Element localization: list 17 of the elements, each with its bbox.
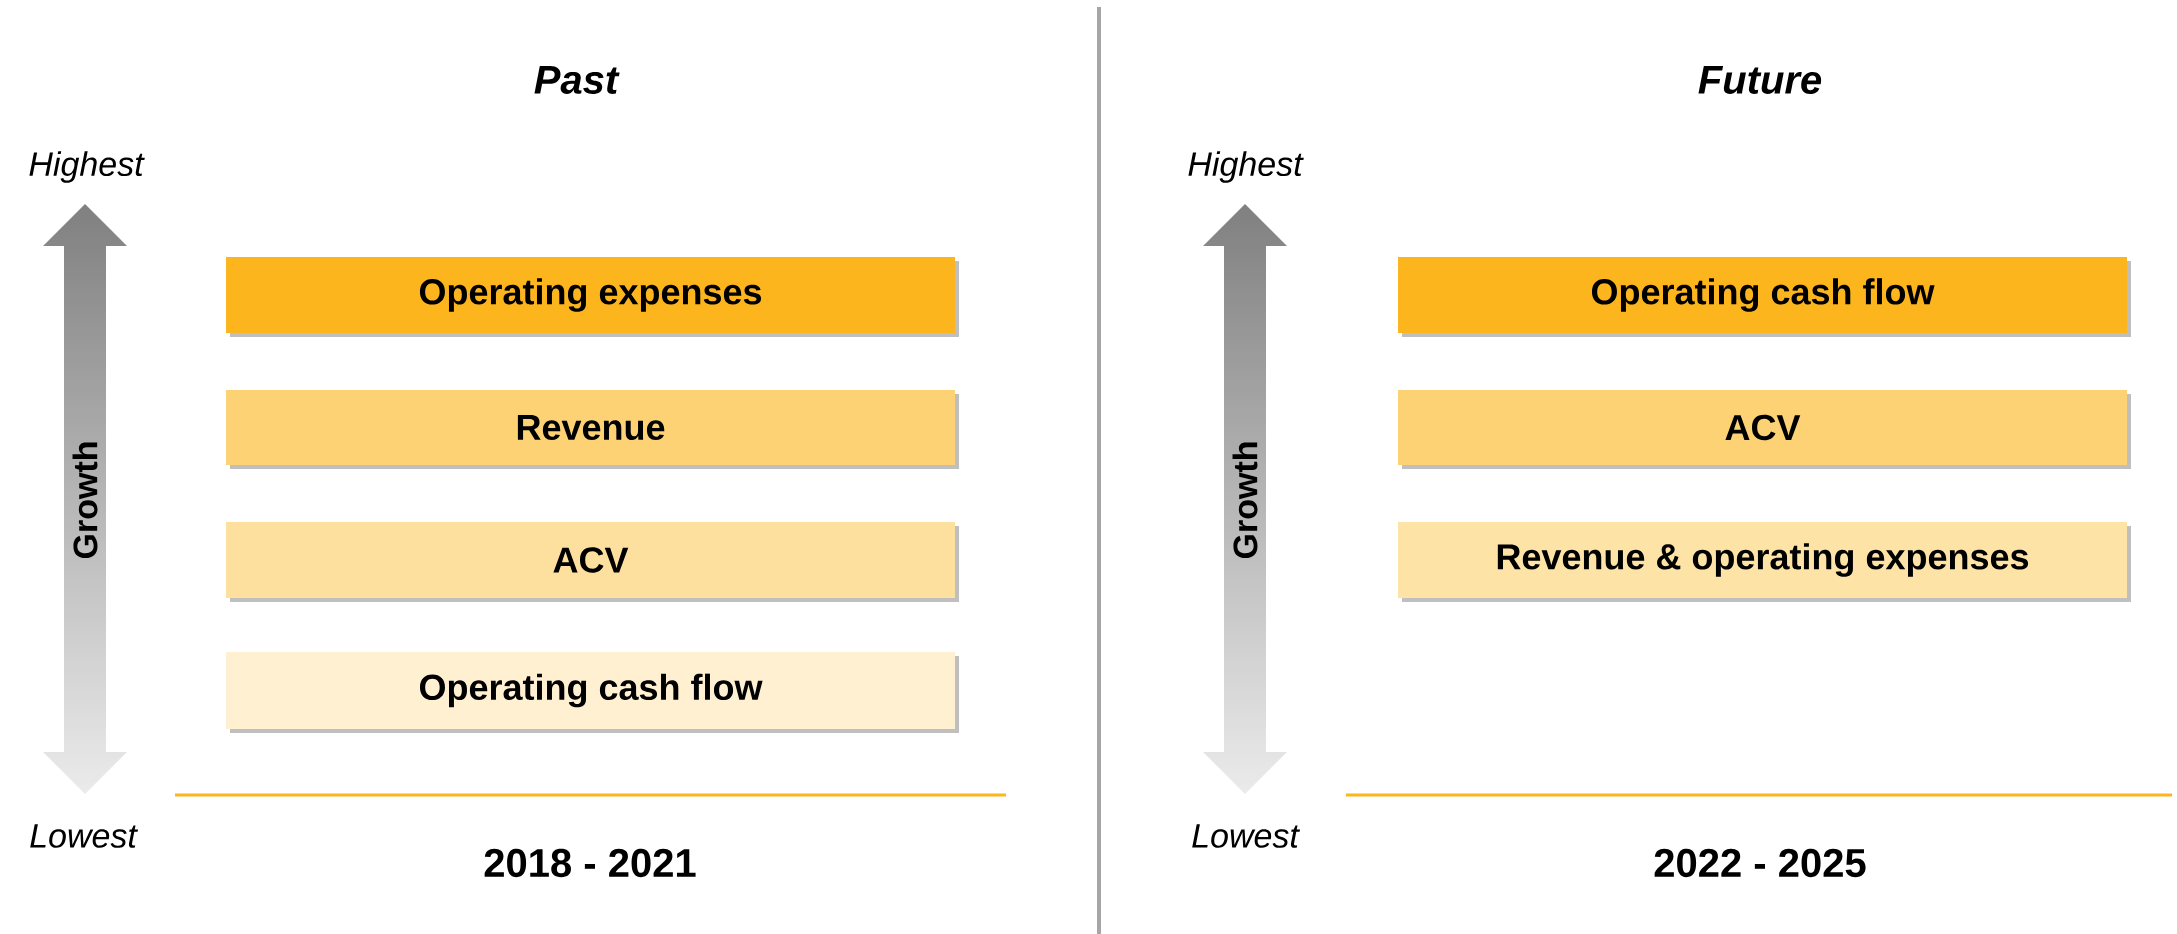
bar-box: Revenue & operating expenses xyxy=(1398,522,2131,602)
scale-label: Highest xyxy=(1188,151,1304,183)
axis-label: Growth xyxy=(1232,442,1258,559)
bar-box: Revenue xyxy=(226,390,959,469)
panel-title: Future xyxy=(1698,66,1822,94)
scale-label: Lowest xyxy=(1192,824,1301,848)
scale-label: Lowest xyxy=(30,824,139,848)
bar-box: ACV xyxy=(1398,390,2131,469)
period-label: 2022 - 2025 xyxy=(1654,848,1866,878)
bar-box: ACV xyxy=(226,522,959,602)
scale-label: Highest xyxy=(29,151,145,183)
bar-box: Operating expenses xyxy=(226,257,959,337)
bar-box: Operating cash flow xyxy=(1398,257,2131,337)
bar-box: Operating cash flow xyxy=(226,652,959,733)
axis-label: Growth xyxy=(72,442,98,559)
panel-title: Past xyxy=(534,66,620,94)
period-label: 2018 - 2021 xyxy=(484,848,696,878)
